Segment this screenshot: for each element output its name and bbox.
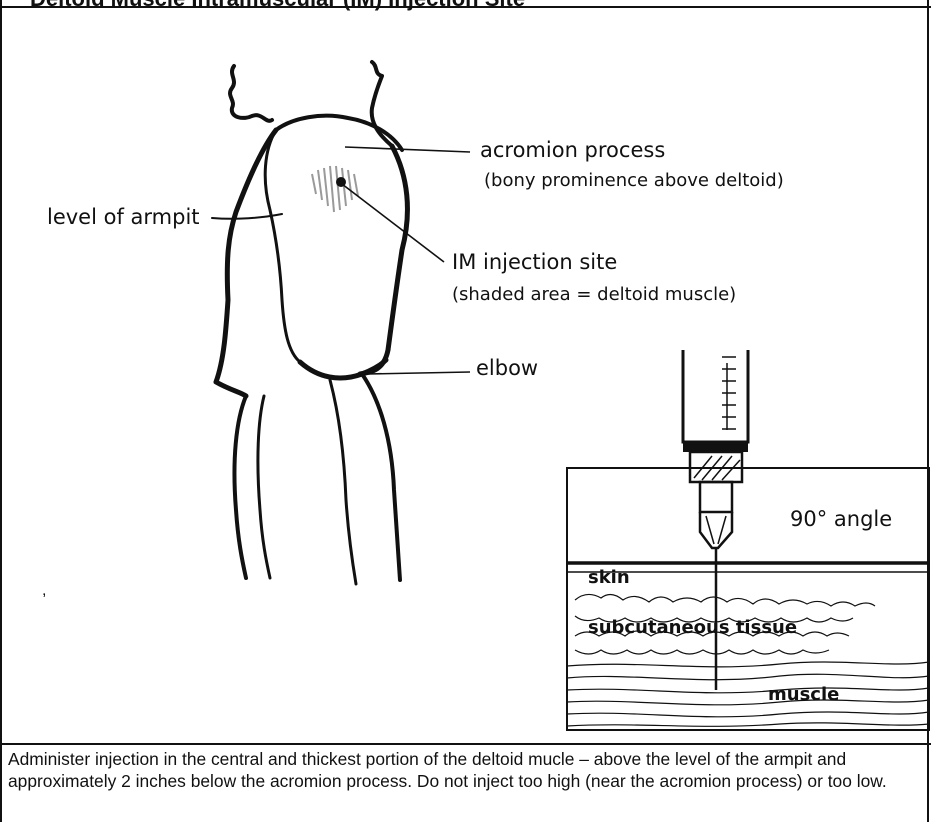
shoulder-outline <box>276 116 402 150</box>
syringe-connector <box>700 482 732 512</box>
deltoid-shaded-area <box>312 166 358 212</box>
syringe-graduations <box>722 357 736 430</box>
forearm-left <box>330 380 356 584</box>
label-elbow: elbow <box>476 356 538 380</box>
muscle-texture <box>567 662 929 726</box>
elbow-outline <box>300 360 386 378</box>
caption-text: Administer injection in the central and … <box>8 749 924 792</box>
back-outline <box>360 146 407 374</box>
label-subcutaneous-tissue: subcutaneous tissue <box>588 617 797 638</box>
forearm-right <box>362 374 400 580</box>
torso-front <box>216 130 276 396</box>
acromion-leader <box>345 147 470 152</box>
label-level-of-armpit: level of armpit <box>47 205 200 229</box>
syringe-barrel <box>683 350 748 442</box>
syringe-collar <box>683 442 748 452</box>
needle-hub <box>700 512 732 548</box>
label-skin: skin <box>588 567 630 588</box>
neck-left-outline <box>230 66 272 121</box>
label-muscle: muscle <box>768 684 839 705</box>
label-im-injection-site: IM injection site <box>452 250 617 274</box>
label-angle: 90° angle <box>790 507 892 531</box>
label-im-note: (shaded area = deltoid muscle) <box>452 284 736 305</box>
upper-arm-inner <box>265 130 300 362</box>
label-acromion-process: acromion process <box>480 138 665 162</box>
label-acromion-note: (bony prominence above deltoid) <box>484 170 784 191</box>
im-site-leader <box>342 184 444 262</box>
stray-mark: , <box>42 582 46 600</box>
lower-torso-mid <box>258 396 270 578</box>
elbow-leader <box>368 372 470 374</box>
lower-torso-left <box>234 396 246 578</box>
syringe <box>683 350 748 690</box>
